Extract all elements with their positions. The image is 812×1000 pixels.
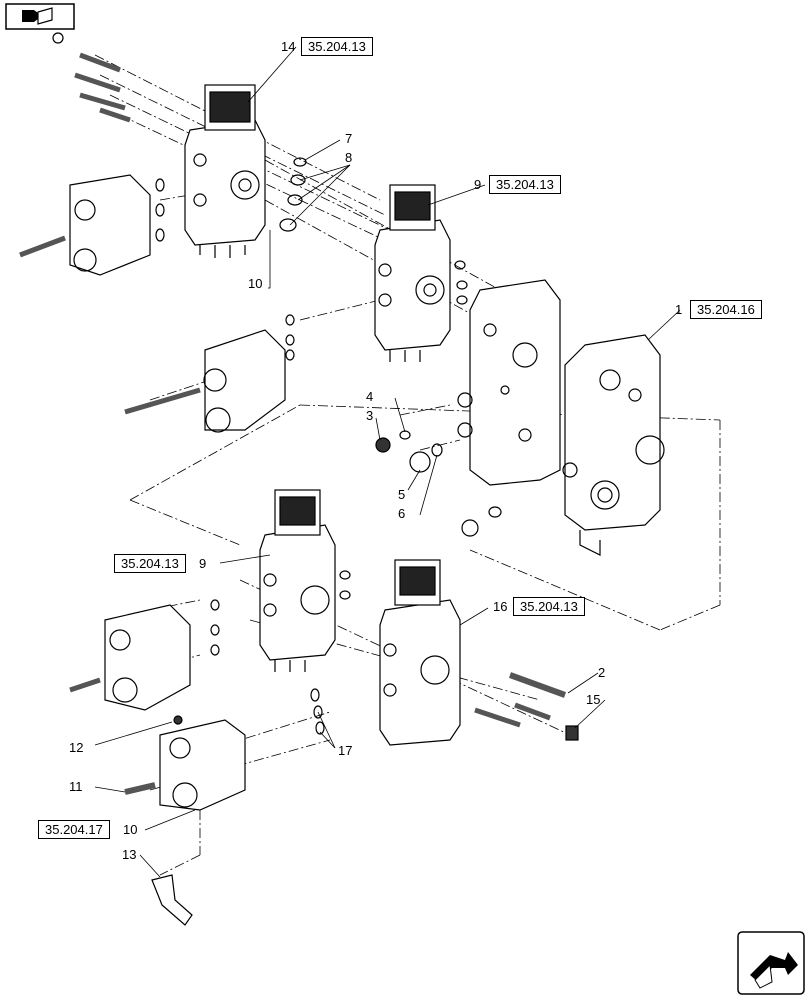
callout-1: 1 [675, 302, 683, 317]
callout-12: 11 [69, 779, 83, 794]
book-icon [5, 3, 75, 30]
valve-section-17 [379, 559, 461, 746]
callout-7: 7 [345, 131, 353, 146]
next-page-arrow-icon [737, 931, 805, 995]
inlet-cover-upper [19, 174, 165, 276]
callout-5: 5 [398, 487, 406, 502]
reference-link-15[interactable]: 35.204.13 [301, 37, 373, 56]
tie-rods [474, 672, 579, 741]
callout-17: 16 [493, 599, 508, 614]
callout-9-upper: 9 [474, 177, 482, 192]
main-housing-right [562, 334, 665, 556]
o-rings-7-8 [279, 157, 307, 232]
callout-15: 14 [281, 39, 296, 54]
callout-6: 6 [398, 506, 406, 521]
callout-10: 10 [248, 276, 263, 291]
callout-4: 4 [366, 389, 374, 404]
reference-link-1[interactable]: 35.204.16 [690, 300, 762, 319]
plug-parts-3-6 [375, 430, 502, 537]
callout-2: 2 [598, 665, 606, 680]
reference-link-11[interactable]: 35.204.17 [38, 820, 110, 839]
callout-leaders [94, 46, 681, 878]
end-cover-11 [124, 715, 246, 811]
valve-section-9-lower [259, 489, 351, 672]
bolt-set-upper [52, 32, 131, 123]
inlet-cover-middle [124, 314, 295, 433]
inlet-cover-lower [69, 599, 220, 711]
callout-14: 13 [122, 847, 137, 862]
callout-3: 3 [366, 408, 374, 423]
valve-section-15 [184, 84, 266, 258]
main-housing-left [457, 279, 561, 486]
callout-13: 12 [69, 740, 84, 755]
callout-9-lower: 9 [199, 556, 207, 571]
seals-18 [310, 688, 325, 735]
callout-18: 17 [338, 743, 353, 758]
callout-16: 15 [586, 692, 601, 707]
reference-link-9-upper[interactable]: 35.204.13 [489, 175, 561, 194]
fitting-14 [151, 874, 193, 926]
reference-link-17[interactable]: 35.204.13 [513, 597, 585, 616]
callout-11: 10 [123, 822, 138, 837]
valve-section-9-upper [374, 184, 468, 362]
reference-link-9-lower[interactable]: 35.204.13 [114, 554, 186, 573]
callout-8: 8 [345, 150, 353, 165]
